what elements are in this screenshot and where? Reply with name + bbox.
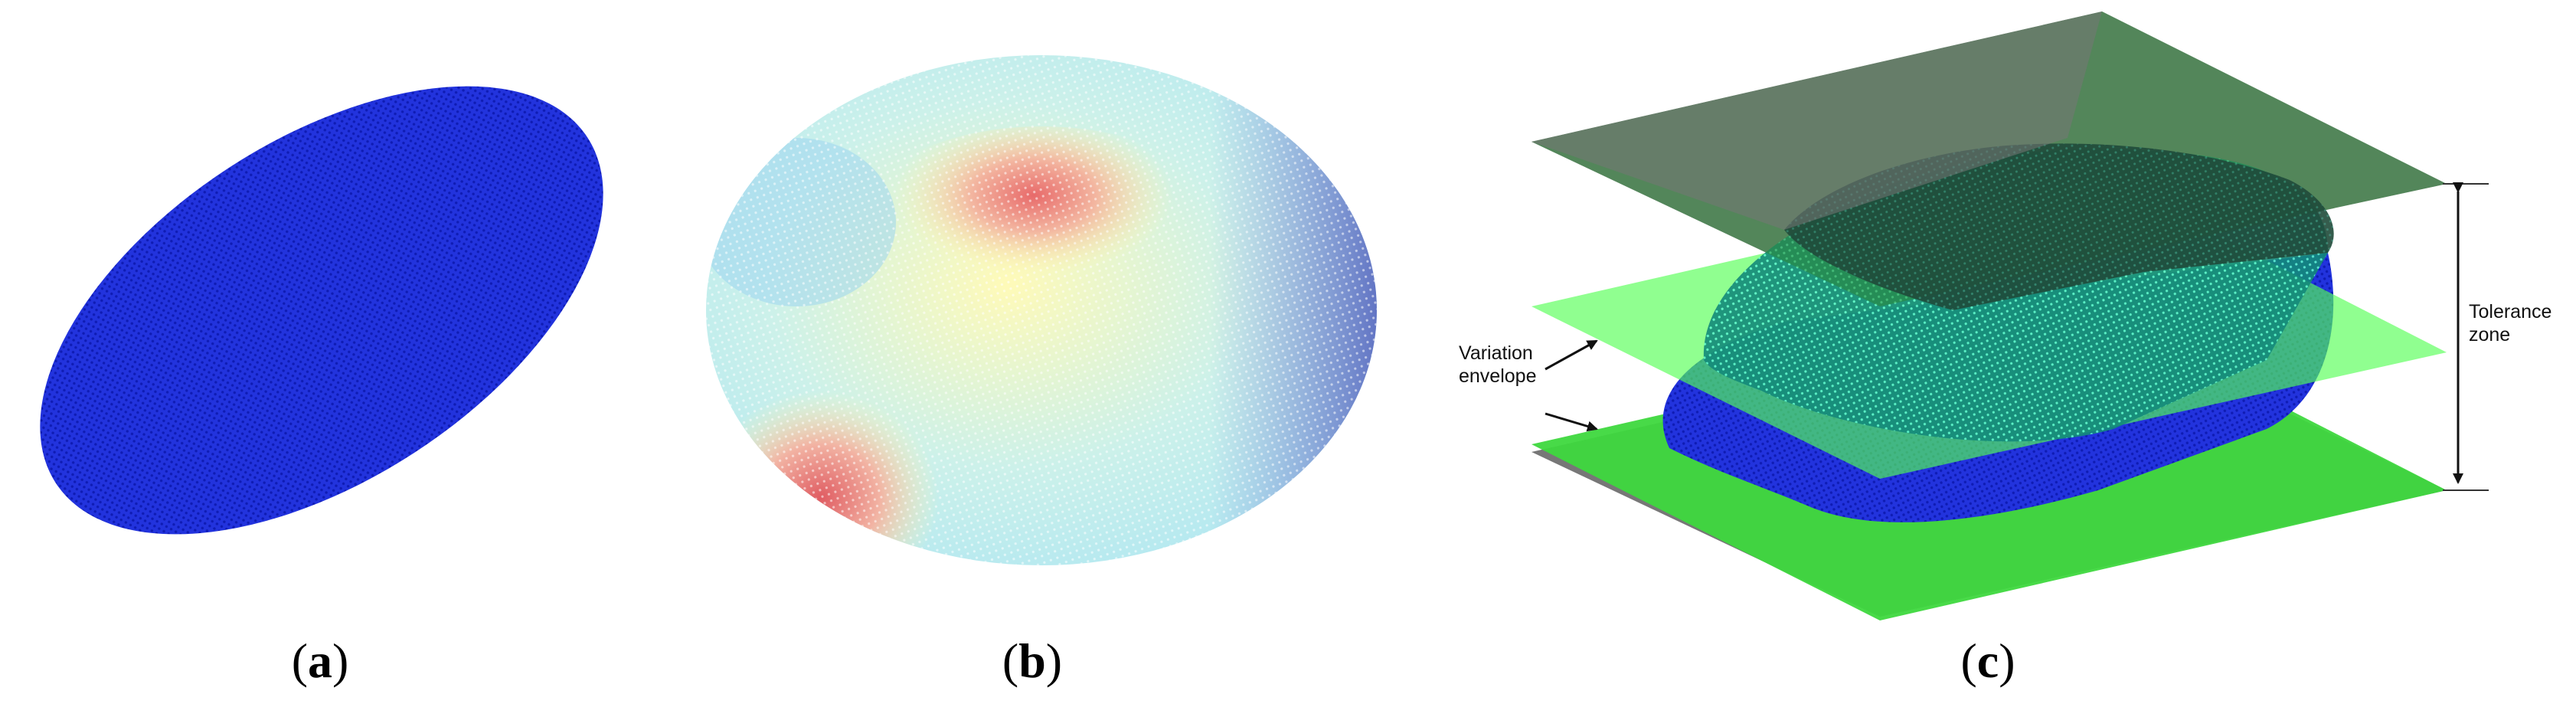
envelope-arrow-upper xyxy=(1545,339,1598,371)
panel-a-point-cloud xyxy=(40,86,603,535)
panel-label-b: (b) xyxy=(1002,634,1063,688)
panel-label-c: (c) xyxy=(1960,634,2015,688)
panel-b-deviation-map xyxy=(706,55,1377,565)
envelope-arrow-lower xyxy=(1545,412,1598,432)
panel-c-tolerance-zone xyxy=(1532,11,2489,620)
variation-envelope-label: Variation envelope xyxy=(1459,342,1537,387)
panel-label-a: (a) xyxy=(291,634,349,688)
tolerance-zone-label: Tolerance zone xyxy=(2469,301,2552,345)
